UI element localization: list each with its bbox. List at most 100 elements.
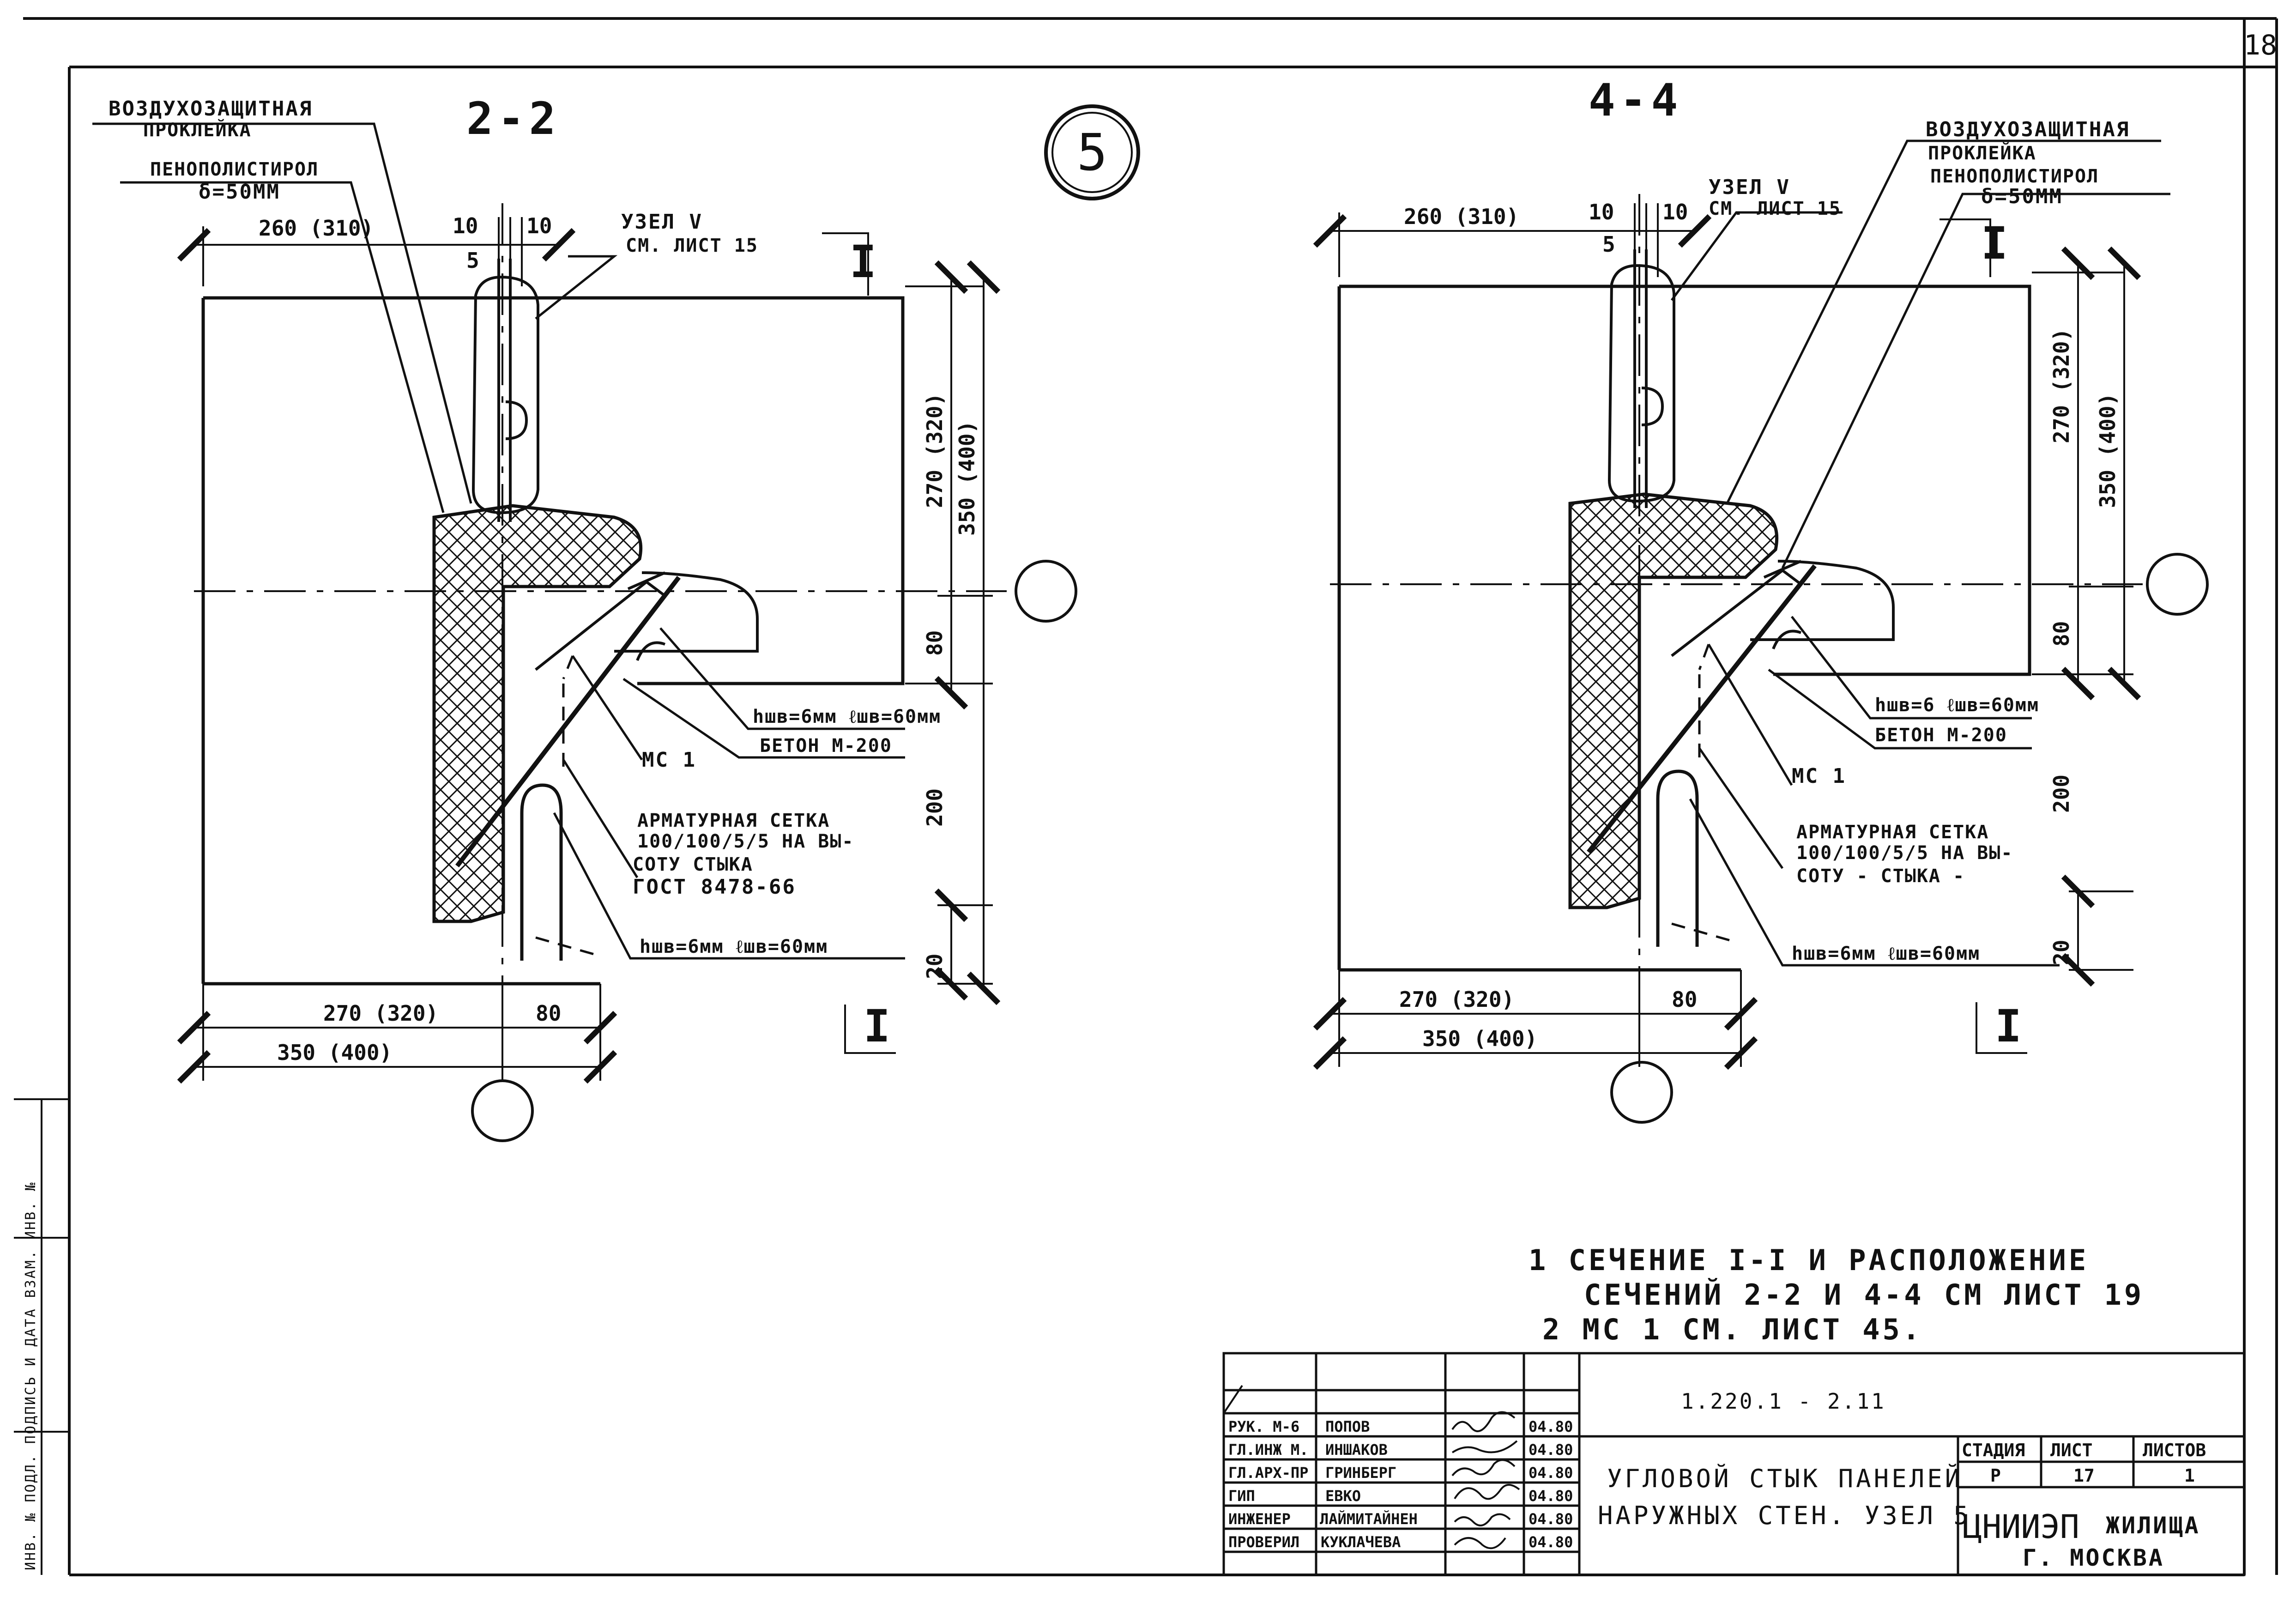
section-title: 2-2 bbox=[466, 93, 560, 145]
svg-text:80: 80 bbox=[1672, 987, 1697, 1012]
svg-text:10: 10 bbox=[526, 213, 552, 238]
svg-text:РУК. М-6: РУК. М-6 bbox=[1228, 1418, 1299, 1435]
svg-text:БЕТОН М-200: БЕТОН М-200 bbox=[760, 735, 892, 757]
svg-text:270 (320): 270 (320) bbox=[922, 393, 947, 508]
svg-text:УЗЕЛ V: УЗЕЛ V bbox=[621, 210, 703, 234]
svg-text:5: 5 bbox=[1077, 123, 1107, 182]
svg-text:δ=50ММ: δ=50ММ bbox=[199, 180, 280, 204]
svg-text:ПЕНОПОЛИСТИРОЛ: ПЕНОПОЛИСТИРОЛ bbox=[1930, 166, 2099, 187]
svg-text:I: I bbox=[1995, 1000, 2026, 1052]
section-title: 4-4 bbox=[1589, 74, 1682, 126]
svg-text:СЕЧЕНИЙ 2-2 И 4-4 СМ ЛИСТ 19: СЕЧЕНИЙ 2-2 И 4-4 СМ ЛИСТ 19 bbox=[1584, 1278, 2144, 1312]
svg-text:hшв=6мм ℓшв=60мм: hшв=6мм ℓшв=60мм bbox=[640, 936, 828, 957]
svg-text:ПРОВЕРИЛ: ПРОВЕРИЛ bbox=[1228, 1533, 1299, 1551]
svg-text:I: I bbox=[850, 236, 881, 288]
svg-text:04.80: 04.80 bbox=[1529, 1464, 1573, 1482]
svg-text:I: I bbox=[1981, 218, 2012, 269]
svg-text:10: 10 bbox=[1662, 200, 1688, 224]
svg-text:20: 20 bbox=[2049, 940, 2074, 965]
svg-text:80: 80 bbox=[922, 630, 947, 656]
svg-text:ПРОКЛЕЙКА: ПРОКЛЕЙКА bbox=[1928, 142, 2036, 164]
svg-text:МС 1: МС 1 bbox=[642, 748, 696, 772]
svg-text:УЗЕЛ V: УЗЕЛ V bbox=[1709, 176, 1790, 199]
svg-text:КУКЛАЧЕВА: КУКЛАЧЕВА bbox=[1321, 1533, 1401, 1551]
svg-text:04.80: 04.80 bbox=[1529, 1487, 1573, 1505]
svg-text:04.80: 04.80 bbox=[1529, 1441, 1573, 1459]
svg-text:ЖИЛИЩА: ЖИЛИЩА bbox=[2106, 1512, 2200, 1539]
svg-text:ГЛ.АРХ-ПР: ГЛ.АРХ-ПР bbox=[1228, 1464, 1308, 1482]
section-4-4-dimensions bbox=[1313, 203, 2141, 1070]
svg-text:hшв=6мм ℓшв=60мм: hшв=6мм ℓшв=60мм bbox=[753, 706, 941, 727]
svg-text:МС 1: МС 1 bbox=[1792, 764, 1846, 788]
svg-text:100/100/5/5 НА ВЫ-: 100/100/5/5 НА ВЫ- bbox=[1796, 842, 2013, 864]
svg-text:350 (400): 350 (400) bbox=[2095, 393, 2120, 508]
svg-text:hшв=6 ℓшв=60мм: hшв=6 ℓшв=60мм bbox=[1875, 695, 2039, 716]
svg-text:270 (320): 270 (320) bbox=[1399, 987, 1514, 1012]
axis-marker-bottom bbox=[471, 1079, 534, 1142]
section-2-2-labels: ВОЗДУХОЗАЩИТНАЯ ПРОКЛЕЙКА ПЕНОПОЛИСТИРОЛ… bbox=[109, 97, 941, 957]
section-2-2: 2-2 bbox=[92, 93, 1077, 1142]
svg-text:04.80: 04.80 bbox=[1529, 1533, 1573, 1551]
svg-text:δ=50ММ: δ=50ММ bbox=[1981, 185, 2063, 208]
svg-text:ВОЗДУХОЗАЩИТНАЯ: ВОЗДУХОЗАЩИТНАЯ bbox=[109, 97, 313, 121]
svg-text:200: 200 bbox=[2049, 775, 2074, 813]
svg-text:04.80: 04.80 bbox=[1529, 1418, 1573, 1435]
svg-text:БЕТОН М-200: БЕТОН М-200 bbox=[1875, 725, 2007, 746]
drawing-code: 1.220.1 - 2.11 bbox=[1681, 1389, 1886, 1414]
section-2-2-dimensions bbox=[177, 217, 1001, 1084]
section-4-4-labels: ВОЗДУХОЗАЩИТНАЯ ПРОКЛЕЙКА ПЕНОПОЛИСТИРОЛ… bbox=[1709, 118, 2130, 964]
svg-text:ГОСТ 8478-66: ГОСТ 8478-66 bbox=[633, 875, 796, 899]
svg-text:270 (320): 270 (320) bbox=[323, 1001, 438, 1026]
svg-text:17: 17 bbox=[2073, 1465, 2095, 1486]
svg-text:ГИП: ГИП bbox=[1228, 1487, 1255, 1505]
svg-text:СОТУ СТЫКА: СОТУ СТЫКА bbox=[633, 854, 753, 875]
sheet-frame bbox=[23, 17, 2278, 1576]
approval-rows: РУК. М-6 ПОПОВ 04.80 ГЛ.ИНЖ М. ИНШАКОВ 0… bbox=[1228, 1418, 1573, 1551]
svg-text:СМ. ЛИСТ 15: СМ. ЛИСТ 15 bbox=[626, 235, 758, 256]
svg-text:260 (310): 260 (310) bbox=[259, 216, 374, 241]
svg-text:80: 80 bbox=[536, 1001, 561, 1026]
signatures bbox=[1223, 1385, 1520, 1550]
svg-text:5: 5 bbox=[466, 248, 479, 273]
svg-text:270 (320): 270 (320) bbox=[2049, 328, 2074, 443]
svg-text:200: 200 bbox=[922, 788, 947, 827]
svg-text:5: 5 bbox=[1602, 232, 1615, 257]
svg-text:ЛАЙМИТАЙНЕН: ЛАЙМИТАЙНЕН bbox=[1320, 1510, 1418, 1528]
axis-marker-right bbox=[1015, 560, 1077, 623]
svg-text:10: 10 bbox=[1589, 200, 1614, 224]
svg-text:ИНШАКОВ: ИНШАКОВ bbox=[1325, 1441, 1388, 1459]
section-4-4: 4-4 bbox=[1330, 74, 2209, 1124]
binding-strip bbox=[14, 1098, 69, 1575]
section-2-2-dim-values: 260 (310) 10 10 5 270 (320) 350 (400) 80… bbox=[259, 213, 979, 1065]
svg-text:350 (400): 350 (400) bbox=[1422, 1026, 1537, 1051]
svg-text:ВОЗДУХОЗАЩИТНАЯ: ВОЗДУХОЗАЩИТНАЯ bbox=[1926, 118, 2130, 141]
svg-text:СМ. ЛИСТ 15: СМ. ЛИСТ 15 bbox=[1709, 198, 1841, 219]
svg-text:20: 20 bbox=[922, 954, 947, 979]
section-4-4-dim-values: 260 (310) 10 10 5 270 (320) 350 (400) 80… bbox=[1399, 200, 2120, 1052]
svg-text:АРМАТУРНАЯ СЕТКА: АРМАТУРНАЯ СЕТКА bbox=[1796, 822, 1989, 843]
binding-strip-text: ИНВ. № ПОДЛ. ПОДПИСЬ И ДАТА ВЗАМ. ИНВ. № bbox=[23, 1181, 39, 1570]
svg-text:СТАДИЯ: СТАДИЯ bbox=[1962, 1440, 2025, 1460]
svg-text:ИНЖЕНЕР: ИНЖЕНЕР bbox=[1228, 1510, 1291, 1528]
svg-text:ПОПОВ: ПОПОВ bbox=[1325, 1418, 1370, 1435]
svg-text:ГЛ.ИНЖ М.: ГЛ.ИНЖ М. bbox=[1228, 1441, 1308, 1459]
svg-text:ПРОКЛЕЙКА: ПРОКЛЕЙКА bbox=[143, 119, 252, 141]
svg-text:ЛИСТ: ЛИСТ bbox=[2050, 1440, 2093, 1460]
notes: 1 СЕЧЕНИЕ I-I И РАСПОЛОЖЕНИЕ СЕЧЕНИЙ 2-2… bbox=[1529, 1243, 2144, 1346]
title-block: 1.220.1 - 2.11 УГЛОВОЙ СТЫК ПАНЕЛЕЙ НАРУ… bbox=[1222, 1352, 2246, 1576]
axis-marker-bottom bbox=[1610, 1061, 1673, 1124]
svg-text:1: 1 bbox=[2184, 1465, 2195, 1486]
svg-text:СОТУ - СТЫКА -: СОТУ - СТЫКА - bbox=[1796, 866, 1965, 887]
svg-text:I: I bbox=[864, 1000, 895, 1052]
sheet-number: 18 bbox=[2244, 29, 2277, 61]
svg-text:10: 10 bbox=[453, 213, 478, 238]
svg-text:ПЕНОПОЛИСТИРОЛ: ПЕНОПОЛИСТИРОЛ bbox=[150, 159, 319, 180]
svg-text:350 (400): 350 (400) bbox=[955, 421, 979, 536]
svg-text:ГРИНБЕРГ: ГРИНБЕРГ bbox=[1325, 1464, 1396, 1482]
foam-insulation bbox=[1568, 492, 1779, 909]
svg-text:hшв=6мм ℓшв=60мм: hшв=6мм ℓшв=60мм bbox=[1792, 943, 1980, 964]
svg-text:1 СЕЧЕНИЕ I-I И РАСПОЛОЖЕНИЕ: 1 СЕЧЕНИЕ I-I И РАСПОЛОЖЕНИЕ bbox=[1529, 1243, 2089, 1277]
organization: ЦНИИЭП bbox=[1963, 1508, 2079, 1546]
svg-text:Г. МОСКВА: Г. МОСКВА bbox=[2023, 1544, 2164, 1571]
